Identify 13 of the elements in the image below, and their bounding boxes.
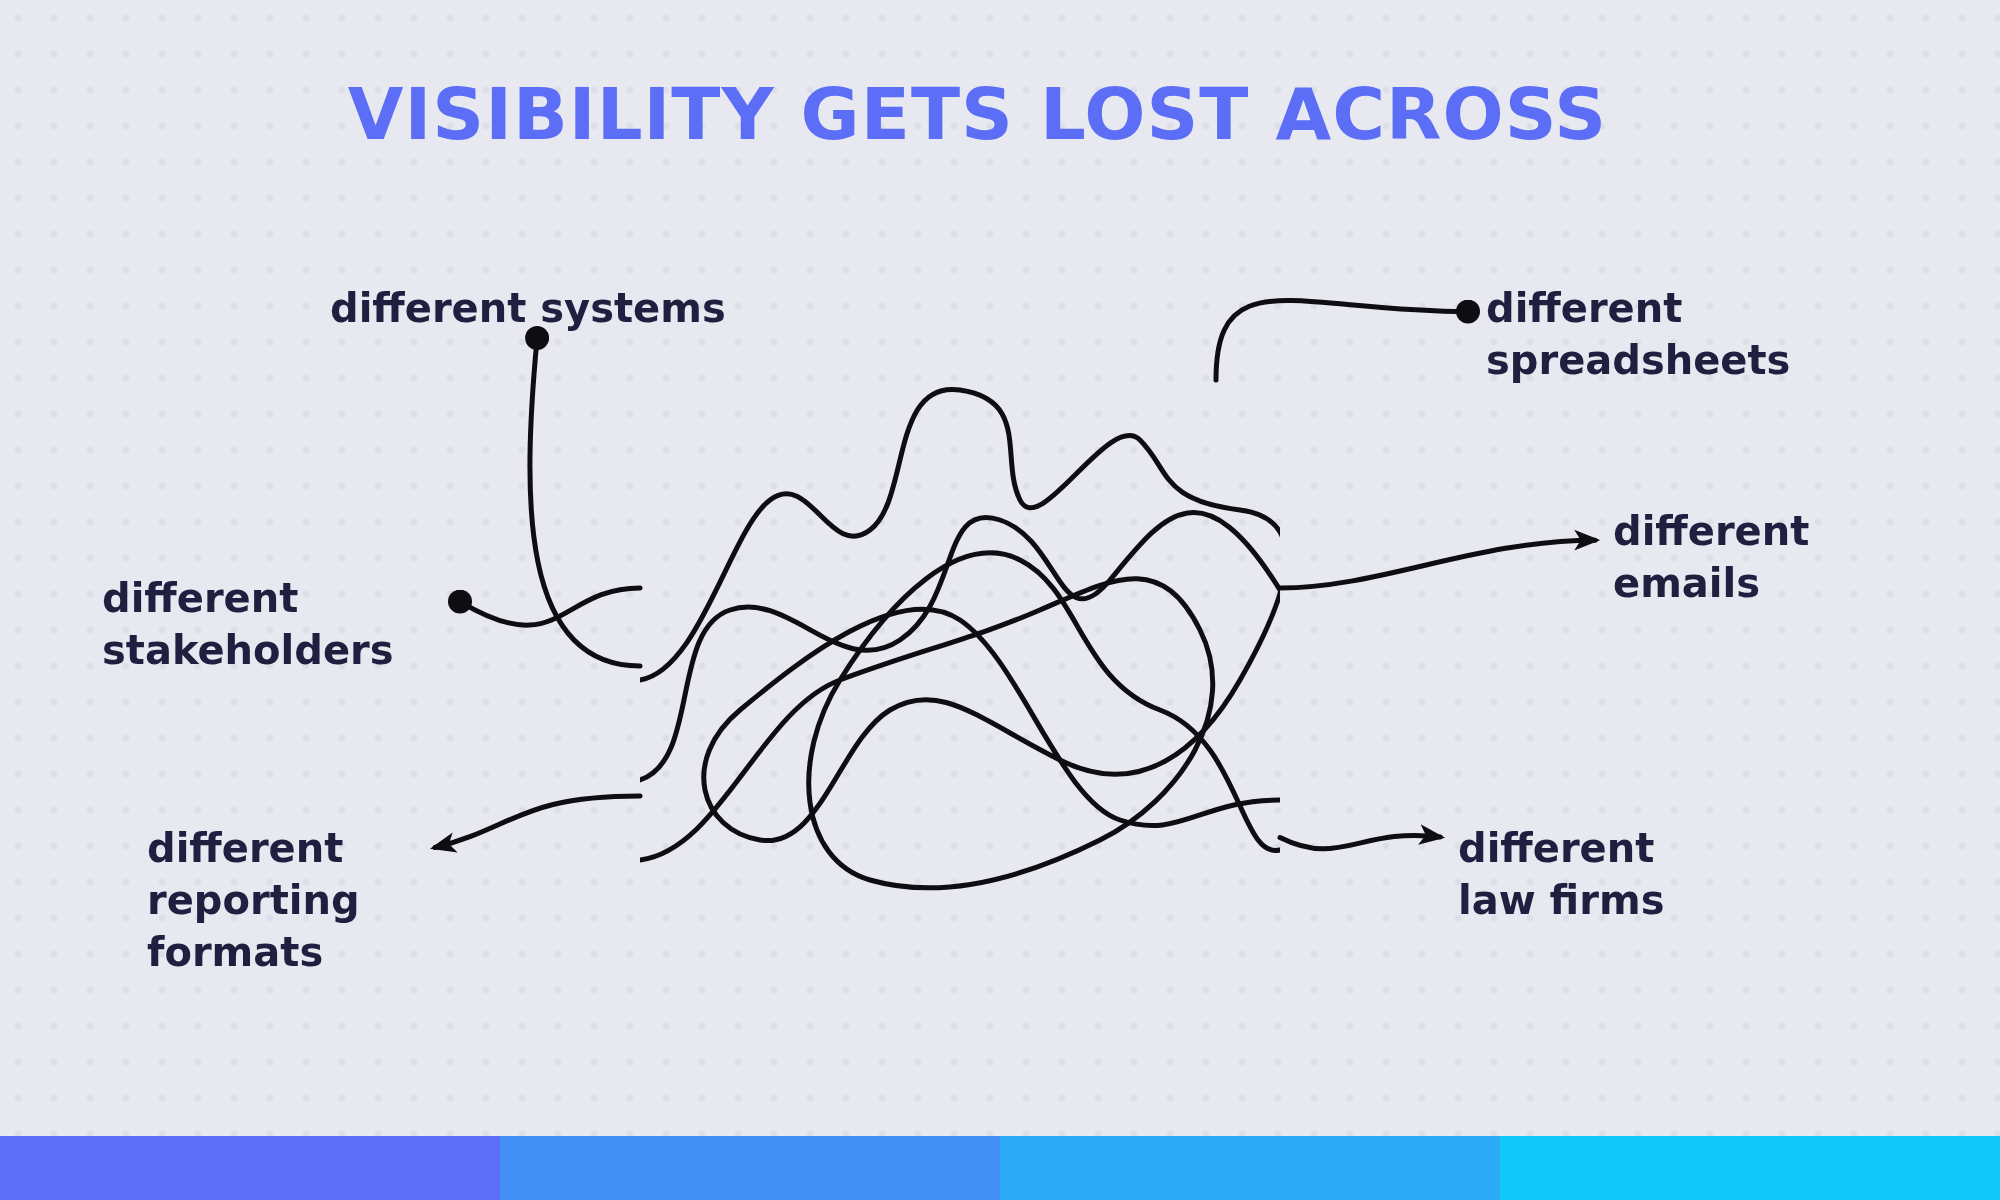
item-label: different spreadsheets <box>1468 278 1864 390</box>
item-label: different stakeholders <box>84 568 460 680</box>
arrow <box>1277 530 1601 591</box>
connector-line <box>1213 298 1480 383</box>
connector-line <box>525 326 643 669</box>
item-label: different systems <box>312 278 848 338</box>
title: VISIBILITY GETS LOST ACROSS <box>347 72 1608 156</box>
item-label: different emails <box>1595 501 1901 613</box>
connector-line <box>448 585 643 628</box>
item-label: different law firms <box>1440 818 1726 930</box>
arrow <box>430 793 643 852</box>
arrow <box>1277 825 1446 852</box>
item-label: different reporting formats <box>129 818 435 982</box>
